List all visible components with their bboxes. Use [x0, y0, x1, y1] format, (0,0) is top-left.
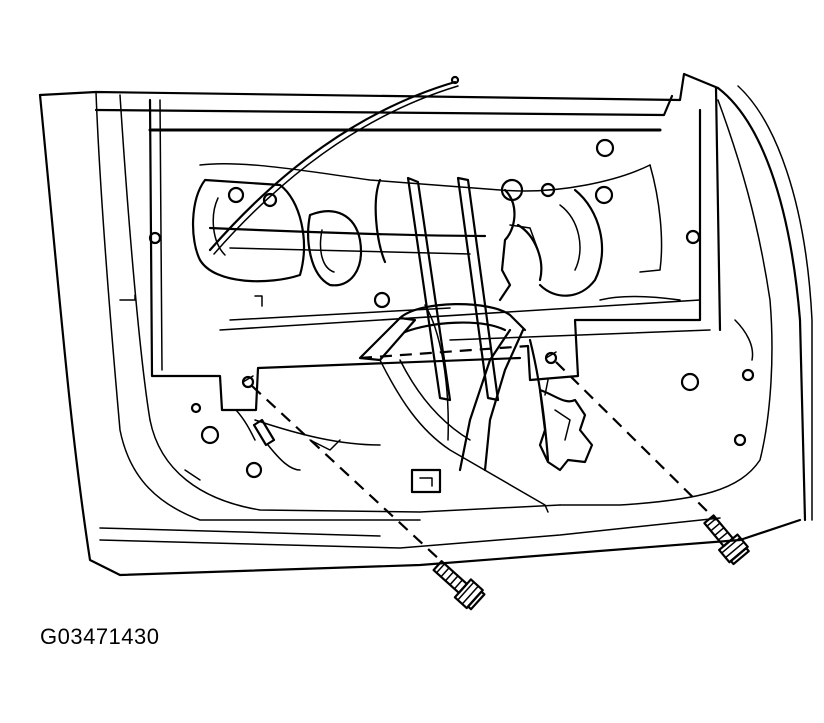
bolt-leader-lines [251, 344, 717, 561]
hole-15 [733, 433, 747, 447]
mounting-holes [148, 75, 755, 479]
bolt-holes [241, 351, 558, 389]
figure-id-label: G03471430 [40, 624, 160, 649]
hole-3 [148, 231, 162, 245]
panel-edge-dash [359, 344, 529, 360]
left-connector [235, 409, 301, 471]
regulator-assembly [254, 303, 550, 513]
left-bolt [432, 560, 486, 611]
hole-11 [741, 368, 755, 382]
panel-details [119, 294, 754, 481]
hole-14 [190, 402, 202, 414]
door-outer-shell [38, 72, 813, 577]
hole-10 [680, 372, 700, 392]
right-leader-line [555, 361, 717, 521]
hole-1 [227, 186, 245, 204]
access-openings [192, 178, 604, 297]
hole-8 [685, 229, 701, 245]
lock-rod [208, 80, 459, 255]
hole-2 [262, 192, 278, 208]
right-bolt [703, 514, 750, 566]
left-leader-line [251, 385, 441, 561]
hole-5 [540, 182, 556, 198]
door-latch-assembly [498, 188, 594, 472]
hole-6 [594, 185, 614, 205]
inner-frame-panel [94, 86, 722, 412]
hole-7 [595, 138, 615, 158]
hole-9 [373, 291, 391, 309]
hole-12 [200, 425, 220, 445]
hole-13 [245, 461, 263, 479]
